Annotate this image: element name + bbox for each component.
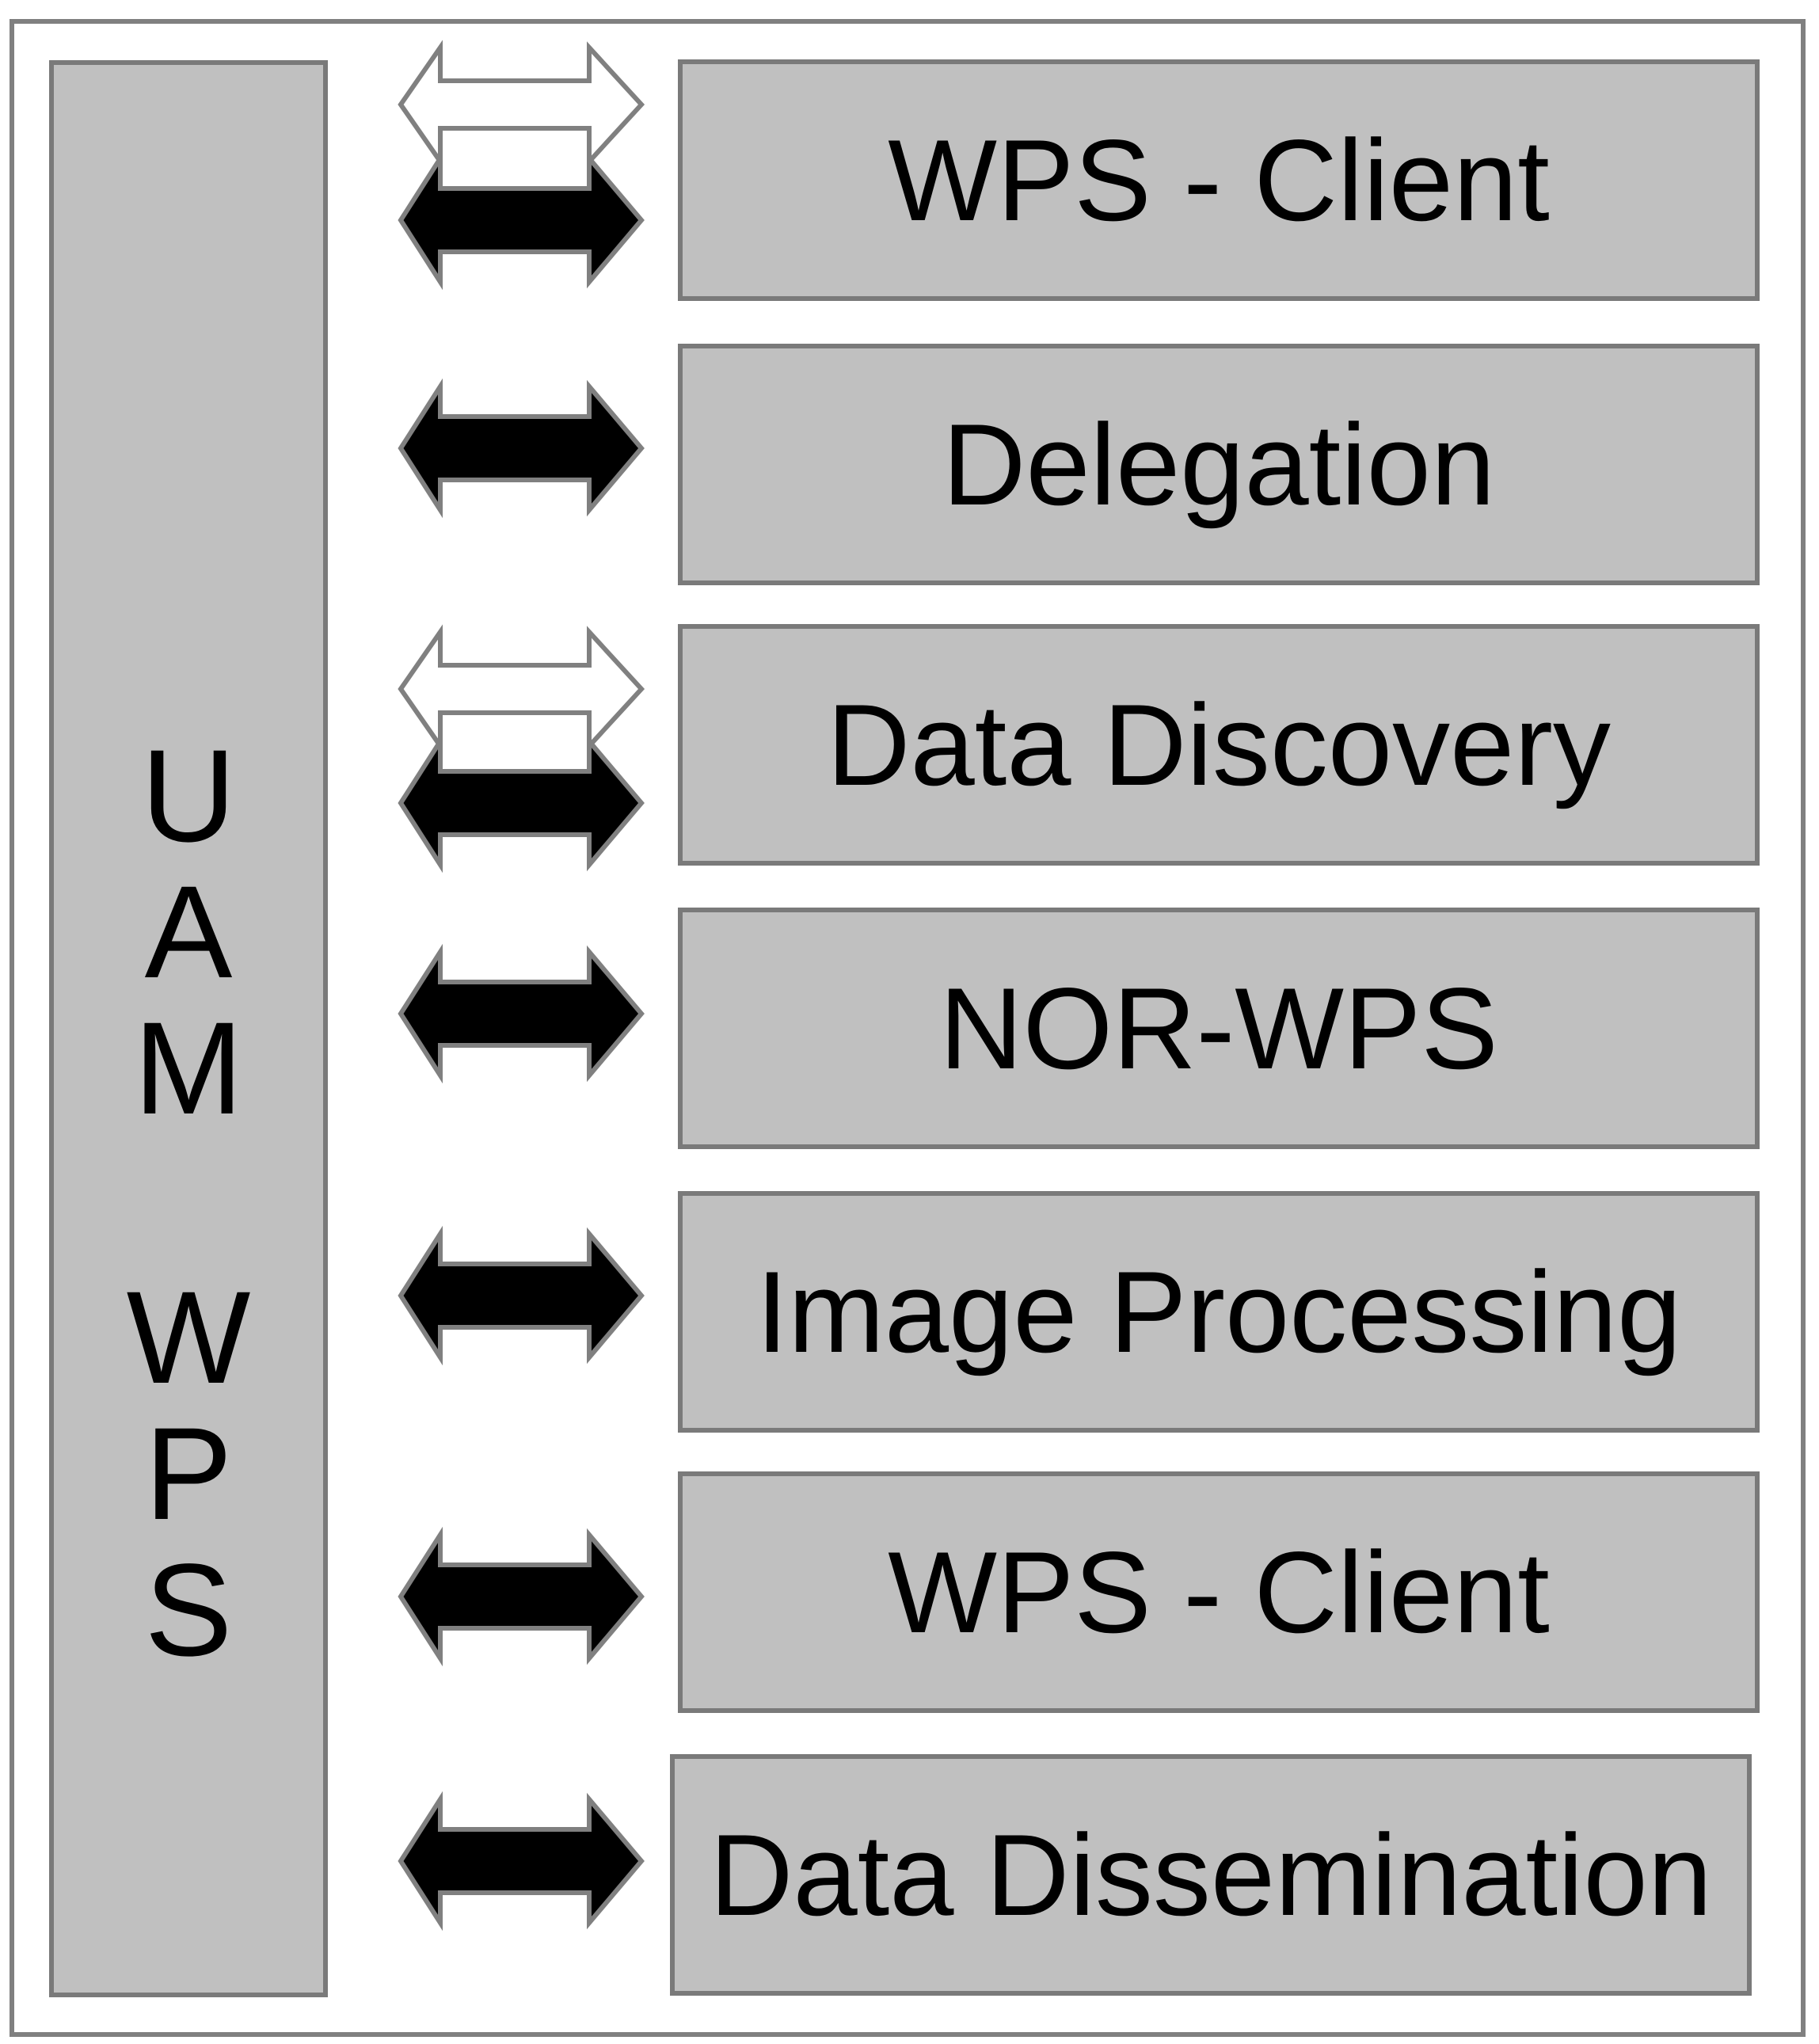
uam-letter-p: P [144,1401,233,1547]
double-arrow-icon [398,1526,645,1667]
uam-letter-m: M [133,995,244,1142]
hollow-double-arrow-icon [398,624,645,754]
component-box-data-discovery: Data Discovery [678,624,1760,866]
hollow-double-arrow-icon [398,40,645,169]
uam-wps-bar: U A M W P S [49,60,328,1997]
double-arrow-icon [398,733,645,874]
uam-letter-s: S [144,1537,233,1684]
component-box-data-dissemination: Data Dissemination [670,1754,1752,1996]
component-label: Image Processing [755,1247,1682,1376]
component-box-delegation: Delegation [678,344,1760,585]
double-arrow-icon [398,150,645,291]
component-label: WPS - Client [888,1527,1550,1657]
uam-wps-label: U A M W P S [54,729,323,1679]
component-box-wps-client-top: WPS - Client [678,59,1760,301]
component-label: Delegation [942,399,1496,529]
component-box-nor-wps: NOR-WPS [678,908,1760,1149]
uam-letter-u: U [141,723,236,870]
component-label: Data Discovery [827,679,1611,809]
double-arrow-icon [398,1791,645,1932]
component-box-wps-client-bottom: WPS - Client [678,1471,1760,1713]
component-label: WPS - Client [888,115,1550,245]
component-label: NOR-WPS [939,963,1498,1093]
double-arrow-icon [398,1225,645,1366]
uam-letter-a: A [144,859,233,1006]
double-arrow-icon [398,943,645,1084]
component-box-image-processing: Image Processing [678,1191,1760,1433]
double-arrow-icon [398,378,645,519]
component-label: Data Dissemination [710,1810,1712,1939]
uam-letter-w: W [126,1265,251,1411]
